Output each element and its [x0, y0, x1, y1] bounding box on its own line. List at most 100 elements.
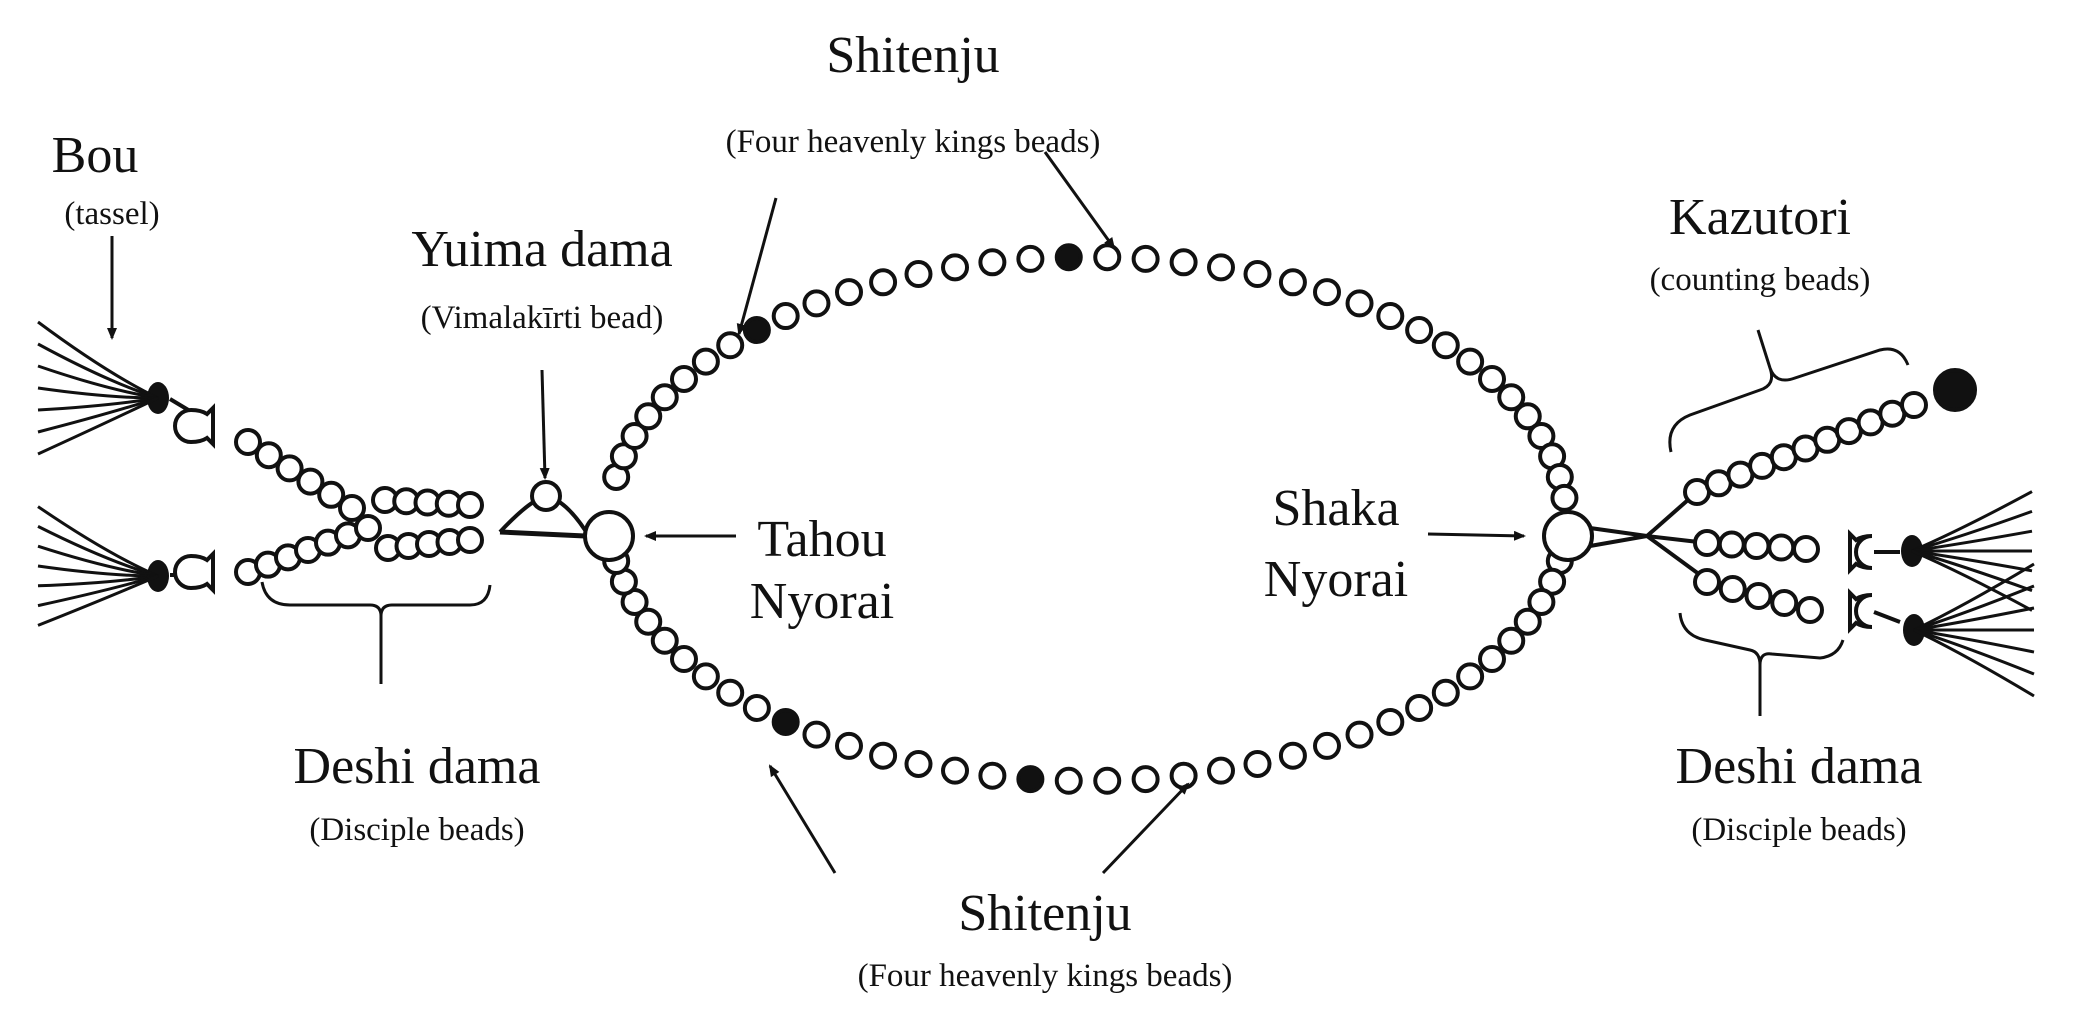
bead [354, 514, 382, 542]
tassel-strand [1913, 628, 2035, 654]
bead [275, 454, 304, 483]
shitenju-bottom-arrow-left [768, 764, 837, 874]
shaka-nyorai-bead [1542, 510, 1594, 562]
bead [1717, 530, 1746, 559]
bead [802, 289, 831, 318]
shitenju-bead [1016, 765, 1045, 794]
bead [1345, 289, 1374, 318]
gourd-bead [173, 549, 215, 595]
bead [1456, 662, 1485, 691]
bead [1054, 766, 1083, 795]
tassel-strand [1913, 628, 2035, 676]
bead [1405, 316, 1434, 345]
kazutori-subtitle: (counting beads) [1650, 262, 1871, 298]
bead [669, 645, 698, 674]
bead [1478, 364, 1507, 393]
bead [835, 278, 863, 307]
bead [1550, 483, 1579, 512]
kazutori-bracket [1668, 329, 1910, 453]
shaka-arrow [1427, 530, 1526, 541]
bead [904, 749, 933, 778]
arrows [107, 151, 1526, 875]
tassel-strand [1911, 509, 2033, 553]
deshi-left-title: Deshi dama [294, 738, 541, 795]
bead [1278, 741, 1307, 770]
tassel-strand [1911, 490, 2033, 553]
bead [1206, 253, 1235, 282]
tassel-strand [37, 574, 159, 627]
tassel-strand [37, 564, 159, 578]
bead [1693, 568, 1721, 596]
shitenju-bead [1054, 243, 1083, 272]
bead [650, 626, 679, 655]
shitenju-top-title: Shitenju [826, 27, 999, 84]
bead [1744, 582, 1773, 610]
shitenju-top-subtitle: (Four heavenly kings beads) [726, 124, 1101, 160]
bead [771, 302, 800, 331]
bead [691, 347, 720, 376]
yuima-subtitle: (Vimalakīrti bead) [421, 300, 664, 336]
bead [978, 248, 1007, 277]
deshi-left-subtitle: (Disciple beads) [309, 812, 524, 848]
bead [869, 268, 898, 297]
bead [296, 467, 325, 496]
bead [1405, 693, 1434, 722]
bead [338, 494, 366, 522]
bead [1093, 766, 1122, 795]
shitenju-bottom-title: Shitenju [958, 885, 1131, 942]
tassel-strand [37, 396, 159, 412]
bead [650, 383, 679, 412]
bead [1278, 268, 1307, 297]
bead [1376, 302, 1405, 331]
bead [634, 402, 663, 431]
bead [1513, 402, 1542, 431]
yuima-dama-bead [530, 480, 562, 512]
tassel-strand [37, 505, 159, 578]
bead [716, 331, 745, 360]
tassel-strand [1913, 606, 2035, 632]
bead [1131, 765, 1160, 794]
tassel-strand [37, 386, 159, 400]
kazutori-title: Kazutori [1669, 189, 1851, 246]
shitenju-bottom-arrow-right [1101, 782, 1190, 875]
bead [1900, 391, 1928, 419]
bead [456, 526, 484, 554]
gourd-bead [1848, 588, 1873, 634]
bead [941, 253, 970, 282]
bead [1770, 589, 1799, 617]
bead [1131, 244, 1160, 273]
bead [1796, 596, 1824, 624]
shitenju-bottom-subtitle: (Four heavenly kings beads) [858, 958, 1233, 994]
bead [1206, 756, 1235, 785]
bead [1456, 347, 1485, 376]
bead [1742, 532, 1771, 560]
cord [1589, 526, 1648, 548]
bead [1693, 529, 1721, 557]
tassel-strand [37, 342, 159, 400]
shaka-line1: Shaka [1272, 480, 1399, 537]
bead [1313, 731, 1341, 760]
bead [1093, 243, 1122, 272]
deshi-left-bracket [260, 581, 492, 684]
tassel-strand [1913, 562, 2035, 632]
bead [234, 428, 262, 456]
bead [1169, 761, 1198, 790]
bead [1169, 248, 1198, 277]
shitenju-top-arrow-left [736, 197, 778, 336]
tassel-strand [1913, 628, 2035, 698]
bead [1243, 749, 1272, 778]
bead [1016, 244, 1045, 273]
bead [835, 731, 863, 760]
bead [1497, 383, 1526, 412]
bead [1243, 260, 1272, 289]
tassel-strand [37, 396, 159, 434]
tassel-strand [37, 525, 159, 578]
bead [742, 693, 771, 722]
tassel-strand [37, 364, 159, 400]
bead [904, 260, 933, 289]
tassel-strand [37, 396, 159, 456]
bead [1527, 587, 1556, 616]
bead [254, 441, 283, 470]
gourd-bead [1848, 529, 1873, 575]
bead [1431, 678, 1460, 707]
